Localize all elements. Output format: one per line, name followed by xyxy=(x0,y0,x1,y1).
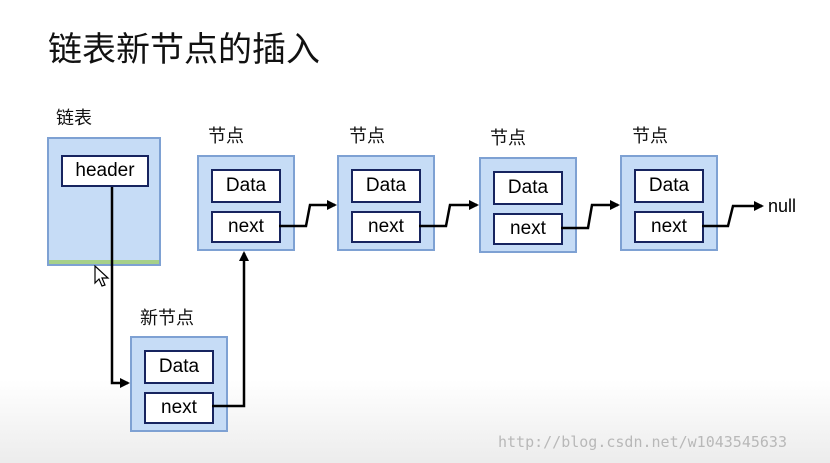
new-node: Data next xyxy=(130,336,228,432)
null-terminal: null xyxy=(768,196,797,216)
node-3-to-node-4-arrow xyxy=(561,200,620,230)
node-2: Data next xyxy=(337,155,435,251)
node-1: Data next xyxy=(197,155,295,251)
node-2-to-node-3-arrow xyxy=(419,200,479,228)
node-4-data-field: Data xyxy=(634,169,704,203)
node-4-next-field: next xyxy=(634,211,704,243)
node-3-data-field: Data xyxy=(493,171,563,205)
node-1-next-field: next xyxy=(211,211,281,243)
node-2-data-field: Data xyxy=(351,169,421,203)
new-node-data-field: Data xyxy=(144,350,214,384)
node-3: Data next xyxy=(479,157,577,253)
watermark: http://blog.csdn.net/w1043545633 xyxy=(498,433,787,451)
node-1-to-node-2-arrow xyxy=(279,200,337,228)
node-2-next-field: next xyxy=(351,211,421,243)
header-field: header xyxy=(61,155,149,187)
mouse-cursor-icon xyxy=(94,265,110,287)
list-box: header xyxy=(47,137,161,266)
list-label: 链表 xyxy=(56,108,92,129)
new-node-to-node-1-arrow xyxy=(212,251,249,408)
node-label-1: 节点 xyxy=(208,126,244,147)
node-label-4: 节点 xyxy=(632,126,668,147)
node-1-data-field: Data xyxy=(211,169,281,203)
node-label-3: 节点 xyxy=(490,128,526,149)
node-4-to-null-arrow xyxy=(702,201,764,228)
page-title: 链表新节点的插入 xyxy=(48,30,320,70)
node-label-2: 节点 xyxy=(349,126,385,147)
new-node-next-field: next xyxy=(144,392,214,424)
header-to-new-node-arrow xyxy=(110,187,130,388)
node-4: Data next xyxy=(620,155,718,251)
node-3-next-field: next xyxy=(493,213,563,245)
new-node-label: 新节点 xyxy=(140,308,194,329)
